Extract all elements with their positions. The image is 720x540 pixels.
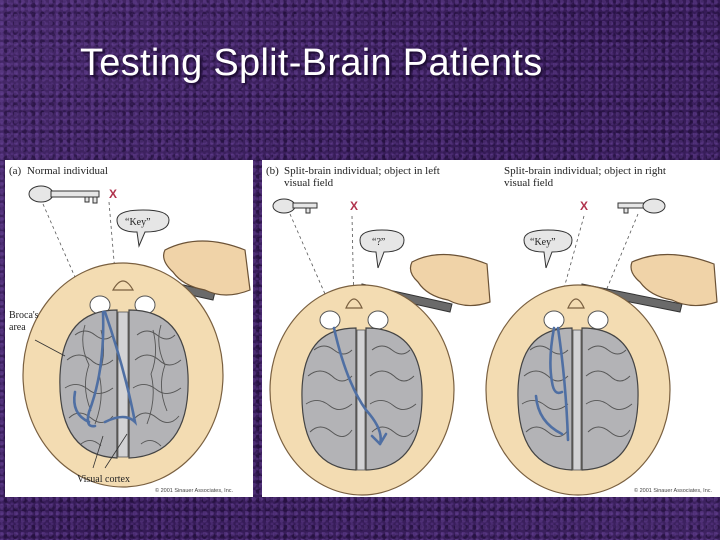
visual-pathway-c-top (549, 326, 564, 395)
visual-pathway-c-right (556, 326, 570, 442)
panel-normal-individual: (a) Normal individual X “Key” (5, 160, 253, 497)
fixation-x-mark: X (109, 187, 117, 201)
speech-bubble-text: “Key” (125, 217, 151, 228)
left-hemisphere-c (517, 327, 573, 471)
speech-bubble-b: “?” (359, 229, 405, 269)
caption-split-left-line1: Split-brain individual; object in left (284, 165, 440, 177)
head-top-view-b (269, 284, 455, 496)
caption-split-right-line1: Split-brain individual; object in right (504, 165, 666, 177)
caption-letter-a: (a) (9, 165, 22, 177)
speech-bubble-text-b: “?” (372, 237, 385, 248)
right-hemisphere-c (581, 327, 639, 471)
panel-split-brain: (b) Split-brain individual; object in le… (262, 160, 720, 497)
speech-bubble-text-c: “Key” (530, 237, 556, 248)
fixation-x-mark-b: X (350, 199, 358, 213)
visual-pathway-crossing (103, 310, 138, 426)
key-icon-left (272, 198, 318, 214)
pathway-to-broca-c (534, 394, 564, 436)
caption-split-left-line2: visual field (284, 177, 334, 189)
label-visual-cortex: Visual cortex (77, 474, 130, 485)
copyright-c: © 2001 Sinauer Associates, Inc. (634, 487, 713, 494)
key-icon-right (617, 198, 666, 214)
pathway-arrow-b (370, 432, 388, 446)
visual-pathway-b (332, 326, 382, 446)
figure-normal-individual: (a) Normal individual X “Key” (9, 165, 251, 494)
caption-normal-individual: Normal individual (27, 165, 108, 177)
caption-letter-b: (b) (266, 165, 279, 177)
copyright-a: © 2001 Sinauer Associates, Inc. (155, 487, 234, 494)
caption-split-right-line2: visual field (504, 177, 554, 189)
head-top-view (22, 262, 224, 488)
speech-bubble: “Key” (116, 209, 170, 248)
figure-split-brain: (b) Split-brain individual; object in le… (266, 165, 718, 496)
fixation-x-mark-c: X (580, 199, 588, 213)
label-broca-area: Broca's (9, 310, 39, 321)
speech-bubble-c: “Key” (523, 229, 573, 269)
visual-pathway-left (86, 310, 105, 428)
pathway-to-broca (73, 390, 91, 424)
key-icon (28, 185, 100, 204)
slide-title: Testing Split-Brain Patients (80, 42, 543, 84)
head-top-view-c (485, 284, 671, 496)
label-broca-area-line2: area (9, 322, 26, 333)
